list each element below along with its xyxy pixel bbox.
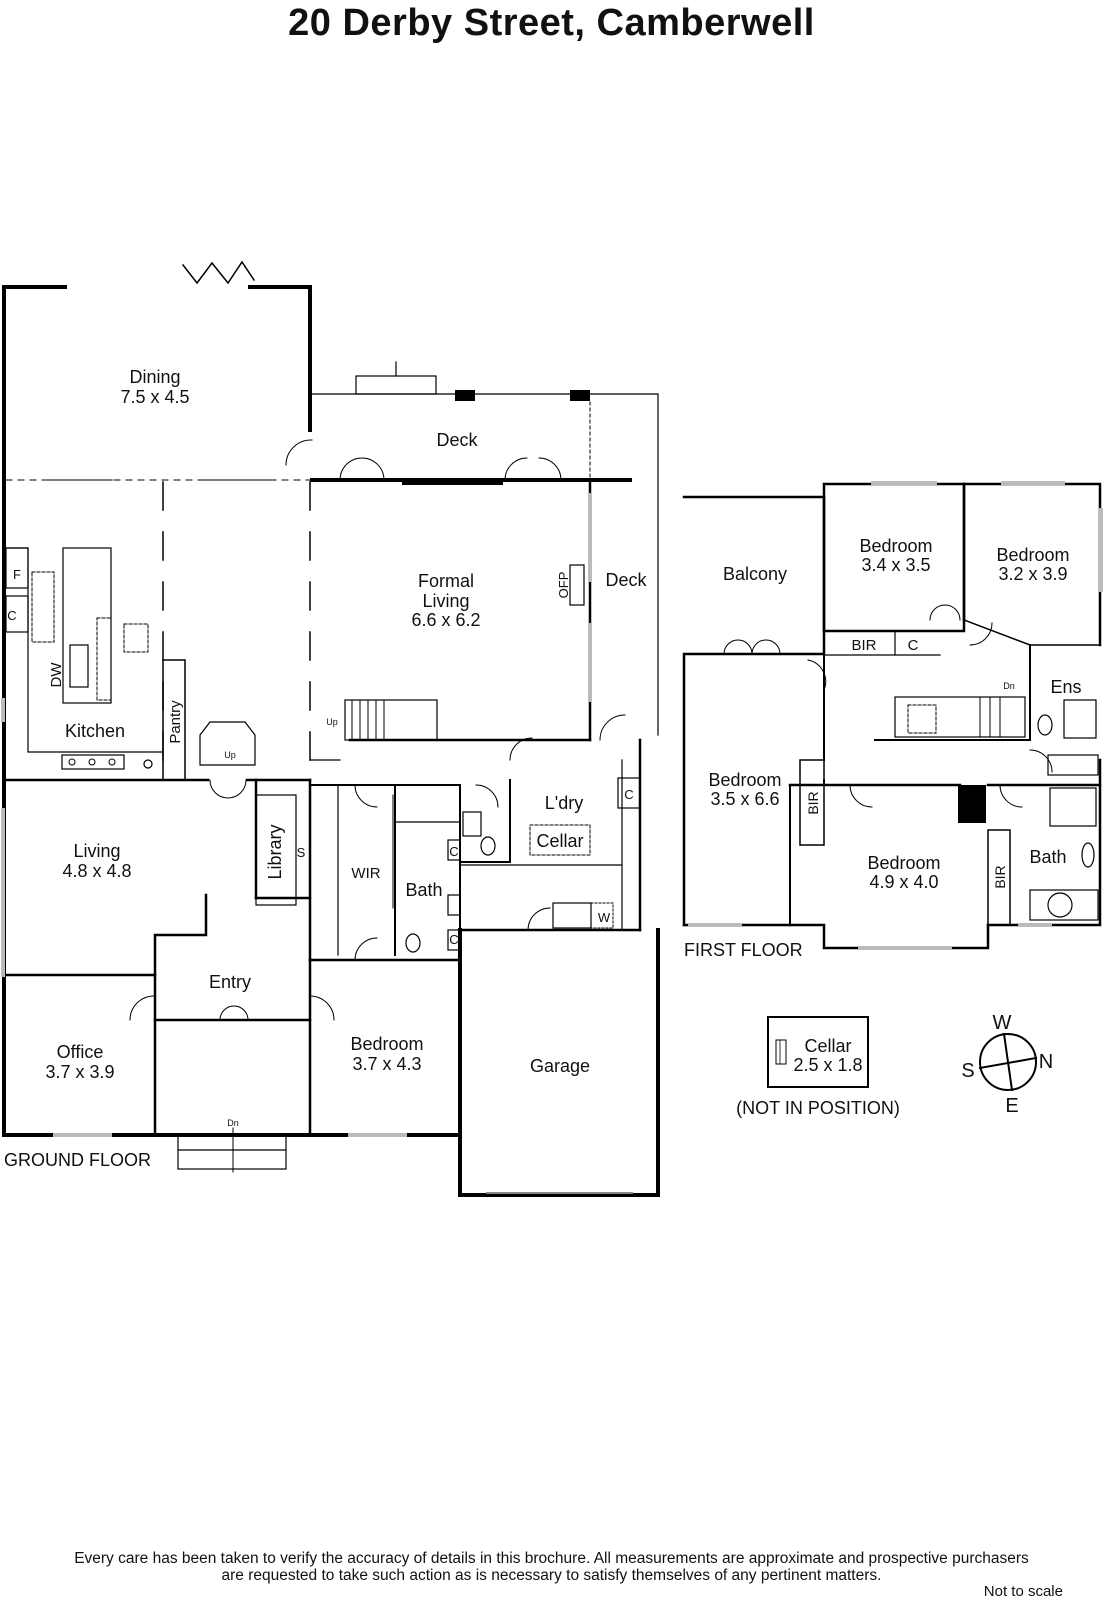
cellar-inset-label: Cellar [804, 1036, 851, 1056]
living-label: Living [73, 841, 120, 861]
bedroom-ff4-dims: 4.9 x 4.0 [869, 872, 938, 892]
dining-label: Dining [129, 367, 180, 387]
formal-living-label-1: Formal [418, 571, 474, 591]
cellar-inset-box [767, 1016, 869, 1088]
pantry-label: Pantry [167, 700, 184, 744]
deck-side-label: Deck [605, 570, 647, 590]
library-label: Library [265, 824, 285, 879]
compass-s: S [961, 1060, 974, 1082]
bedroom-ff1-label: Bedroom [859, 536, 932, 556]
bedroom-ff4-label: Bedroom [867, 853, 940, 873]
fridge-label: F [13, 567, 21, 582]
disclaimer: Every care has been taken to verify the … [0, 1550, 1103, 1584]
ground-floor-walls [1, 260, 660, 1197]
first-floor-label: FIRST FLOOR [684, 940, 803, 960]
bir-ff3-label: BIR [992, 865, 1008, 888]
bedroom-ground-label: Bedroom [350, 1034, 423, 1054]
ofp-label: OFP [556, 572, 571, 599]
bedroom-ff2-dims: 3.2 x 3.9 [998, 564, 1067, 584]
bath-ff-label: Bath [1029, 847, 1066, 867]
wir-label: WIR [351, 865, 380, 882]
compass-w: W [993, 1012, 1012, 1034]
library-s-label: S [297, 845, 306, 860]
cellar-inset-dims: 2.5 x 1.8 [793, 1055, 862, 1075]
bedroom-ff3-dims: 3.5 x 6.6 [710, 789, 779, 809]
bedroom-ff3-label: Bedroom [708, 770, 781, 790]
garage-label: Garage [530, 1056, 590, 1076]
cellar-inset-note: (NOT IN POSITION) [736, 1098, 900, 1118]
up-label-1: Up [224, 750, 236, 760]
living-dims: 4.8 x 4.8 [62, 861, 131, 881]
dw-label: DW [48, 662, 65, 688]
disclaimer-line-2: are requested to take such action as is … [221, 1567, 882, 1584]
bedroom-ff2-label: Bedroom [996, 545, 1069, 565]
bath-c1-label: C [449, 844, 458, 859]
cellar-ground-label: Cellar [536, 831, 583, 851]
balcony-label: Balcony [723, 564, 787, 584]
bir-ff2-label: BIR [805, 791, 821, 814]
bath-ground-label: Bath [405, 880, 442, 900]
dn-ff-label: Dn [1003, 681, 1015, 691]
not-to-scale: Not to scale [983, 1583, 1063, 1600]
ens-label: Ens [1050, 677, 1081, 697]
dining-dims: 7.5 x 4.5 [120, 387, 189, 407]
formal-living-label-2: Living [422, 591, 469, 611]
bedroom-ground-dims: 3.7 x 4.3 [352, 1054, 421, 1074]
disclaimer-line-1: Every care has been taken to verify the … [74, 1550, 1029, 1567]
office-label: Office [57, 1042, 104, 1062]
compass-e: E [1005, 1095, 1018, 1117]
first-floor-walls [682, 481, 1103, 950]
up-label-2: Up [326, 717, 338, 727]
dn-ground-label: Dn [227, 1118, 239, 1128]
bath-c2-label: C [449, 932, 458, 947]
laundry-w-label: W [598, 910, 611, 925]
compass-n: N [1039, 1051, 1053, 1073]
kitchen-c-label: C [7, 608, 16, 623]
laundry-c-label: C [624, 787, 633, 802]
office-dims: 3.7 x 3.9 [45, 1062, 114, 1082]
c-ff1-label: C [908, 637, 919, 654]
entry-label: Entry [209, 972, 251, 992]
deck-top-label: Deck [436, 430, 478, 450]
ground-floor-label: GROUND FLOOR [4, 1150, 151, 1170]
bir-ff1-label: BIR [851, 637, 876, 654]
compass [978, 1032, 1038, 1092]
laundry-label: L'dry [545, 793, 583, 813]
bedroom-ff1-dims: 3.4 x 3.5 [861, 555, 930, 575]
page-title: 20 Derby Street, Camberwell [288, 2, 815, 44]
kitchen-label: Kitchen [65, 721, 125, 741]
formal-living-dims: 6.6 x 6.2 [411, 610, 480, 630]
